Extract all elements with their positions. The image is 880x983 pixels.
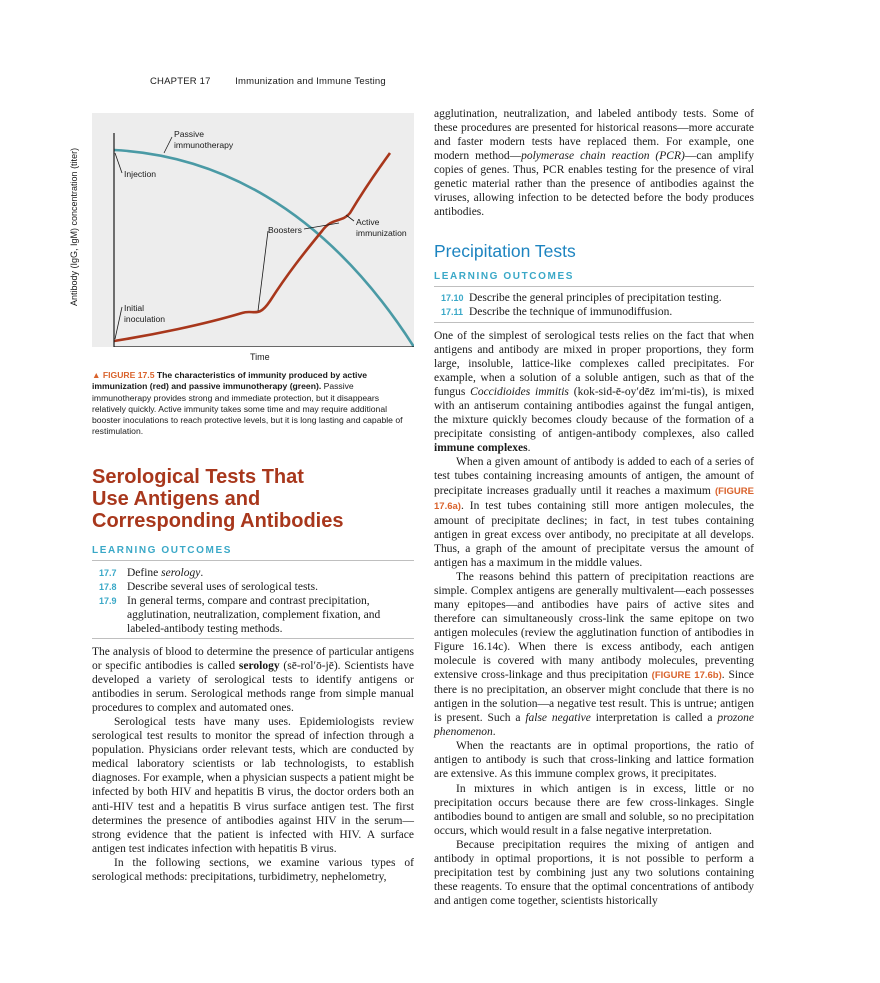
learning-outcomes-list-1: 17.7 Define serology. 17.8 Describe seve… [99,566,414,636]
outcome-number: 17.8 [99,582,117,592]
figure-caption: ▲ FIGURE 17.5 The characteristics of imm… [92,370,415,438]
active-label-1: Active [356,217,380,227]
paragraph: One of the simplest of serological tests… [434,329,754,455]
heading-line-3: Corresponding Antibodies [92,510,344,532]
learning-outcomes-title-1: LEARNING OUTCOMES [92,545,232,556]
boosters-leader-1 [257,230,269,312]
outcome-item: 17.10 Describe the general principles of… [441,291,754,305]
outcome-number: 17.9 [99,596,117,606]
text-run: One of the simplest of serological tests… [434,330,754,399]
learning-outcomes-list-2: 17.10 Describe the general principles of… [441,291,754,319]
bold-term: serology [238,660,280,673]
italic-term: Coccidioides immitis [470,386,569,399]
figure-17-6b-link[interactable]: (FIGURE 17.6b) [651,670,722,682]
figure-17-5-graph: Passive immunotherapy Injection Boosters… [92,113,414,347]
text-run: . Since there is no precipitation, an ob… [434,669,754,725]
text-run: (kok-sid-ē-oy′dēz im′mi-tis), is mixed w… [434,386,754,441]
outcome-number: 17.10 [441,293,464,303]
passive-leader [163,136,173,154]
paragraph: When the reactants are in optimal propor… [434,740,754,781]
italic-term: prozone phenomenon [434,712,754,739]
injection-leader [114,152,123,174]
section-heading-serological: Serological Tests That Use Antigens and … [92,466,422,532]
figure-number: ▲ FIGURE 17.5 [92,370,155,380]
initial-label-2: inoculation [124,314,165,324]
lo-rule-bottom-1 [92,638,414,639]
text-run: . [492,726,496,739]
paragraph: agglutination, neutralization, and label… [434,107,754,219]
lo-rule-top-2 [434,286,754,287]
text-run: The analysis of blood to determine the p… [92,646,414,673]
paragraph: When a given amount of antibody is added… [434,455,754,569]
learning-outcomes-title-2: LEARNING OUTCOMES [434,271,574,282]
paragraph: In mixtures in which antigen is in exces… [434,782,754,837]
text-run: When a given amount of antibody is added… [434,456,754,497]
active-label-2: immunization [356,228,407,238]
outcome-number: 17.7 [99,568,117,578]
outcome-text-end: . [200,567,204,579]
x-axis-label: Time [250,352,270,362]
boosters-label: Boosters [268,225,302,235]
outcome-text: Describe several uses of serological tes… [127,581,318,593]
boosters-leader-2 [303,222,340,230]
lo-rule-top-1 [92,560,414,561]
text-run: agglutination, neutralization, and label… [434,108,754,163]
text-run: interpretation is called a [590,712,718,725]
outcome-number: 17.11 [441,307,464,317]
figure-17-6a-link[interactable]: (FIGURE 17.6a) [434,485,754,512]
right-body-text: One of the simplest of serological tests… [434,329,754,908]
active-immunization-curve [113,152,392,343]
heading-line-2: Use Antigens and [92,488,261,510]
immunity-graph: Passive immunotherapy Injection Boosters… [113,129,414,347]
section-heading-precipitation: Precipitation Tests [434,241,576,261]
paragraph: The analysis of blood to determine the p… [92,645,414,715]
text-run: The reasons behind this pattern of preci… [434,570,754,682]
outcome-item: 17.8 Describe several uses of serologica… [99,580,414,594]
outcome-item: 17.11 Describe the technique of immunodi… [441,305,754,319]
lo-rule-bottom-2 [434,322,754,323]
initial-label-1: Initial [124,303,144,313]
right-top-text: agglutination, neutralization, and label… [434,107,754,219]
chapter-number: CHAPTER 17 [150,76,211,87]
text-run: (sē-rol′ō-jē). Scientists have developed… [92,660,415,715]
italic-term: polymerase chain reaction (PCR) [521,150,685,163]
outcome-italic: serology [161,567,201,579]
injection-label: Injection [124,169,156,179]
paragraph: In the following sections, we examine va… [92,856,414,883]
caption-title: The characteristics of immunity produced… [92,370,368,392]
passive-immunotherapy-curve [113,148,414,347]
paragraph: The reasons behind this pattern of preci… [434,570,754,740]
chapter-title: Immunization and Immune Testing [235,76,386,87]
italic-term: false negative [525,712,591,725]
paragraph: Because precipitation requires the mixin… [434,838,754,907]
passive-label-2: immunotherapy [174,140,234,150]
heading-line-1: Serological Tests That [92,466,304,488]
outcome-text: Describe the general principles of preci… [469,292,722,304]
outcome-text: Define [127,567,162,579]
y-axis-label: Antibody (IgG, IgM) concentration (titer… [69,147,79,306]
outcome-text: Describe the technique of immunodiffusio… [469,306,673,318]
text-run: . [527,442,531,455]
active-leader [345,214,355,222]
outcome-item: 17.7 Define serology. [99,566,414,580]
outcome-item: 17.9 In general terms, compare and contr… [99,594,414,636]
left-body-text: The analysis of blood to determine the p… [92,645,414,884]
bold-term: immune complexes [434,442,528,455]
text-run: . In test tubes containing still more an… [434,499,754,569]
text-run: —can amplify copies of genes. Thus, PCR … [434,150,754,219]
running-header: CHAPTER 17 Immunization and Immune Testi… [150,76,386,87]
paragraph: Serological tests have many uses. Epidem… [92,716,414,855]
caption-body: Passive immunotherapy provides strong an… [92,381,403,437]
initial-leader [114,306,123,340]
outcome-text: In general terms, compare and contrast p… [127,595,381,635]
passive-label-1: Passive [174,129,204,139]
